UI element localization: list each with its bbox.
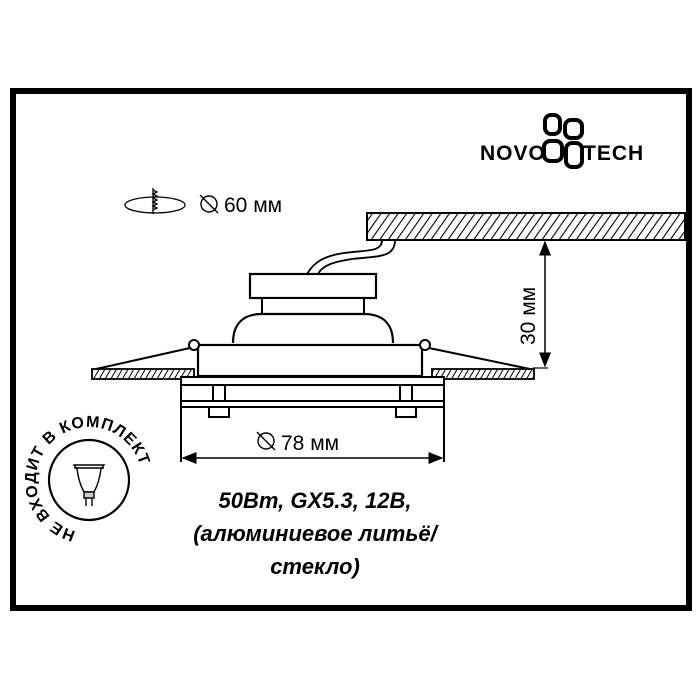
width-dimension-label: 78 мм <box>281 432 339 455</box>
power-cable <box>306 239 396 275</box>
logo-text-right: TECH <box>583 142 644 165</box>
driver-block <box>248 272 378 300</box>
main-body <box>196 343 424 378</box>
lamp-dome <box>231 312 395 344</box>
lamp-not-included-badge: НЕ ВХОДИТ В КОМПЛЕКТ <box>23 414 152 544</box>
trim-right <box>431 368 535 380</box>
mounting-spring-right <box>419 339 531 370</box>
logo-text-left: NOVO <box>480 142 546 165</box>
glass-diffuser <box>180 376 445 462</box>
novotech-logo: NOVO TECH <box>480 113 644 169</box>
trim-left <box>91 368 195 380</box>
diameter-symbol-icon <box>199 194 219 214</box>
height-dimension-label: 30 мм <box>517 287 540 345</box>
cutout-diameter-label: 60 мм <box>224 194 282 217</box>
spec-line-material: (алюминиевое литьё/ <box>193 521 437 546</box>
spec-line-material-cont: стекло) <box>270 554 360 579</box>
mr16-lamp-icon <box>72 464 106 506</box>
neck-block <box>261 297 365 315</box>
spec-line-power: 50Вт, GX5.3, 12В, <box>218 488 412 513</box>
ceiling-cutout-icon <box>124 188 186 214</box>
mounting-spring-left <box>95 339 200 370</box>
diameter-symbol-icon <box>256 431 276 451</box>
four-rounded-squares-logo-icon <box>542 113 584 169</box>
ceiling-slab <box>366 212 686 241</box>
